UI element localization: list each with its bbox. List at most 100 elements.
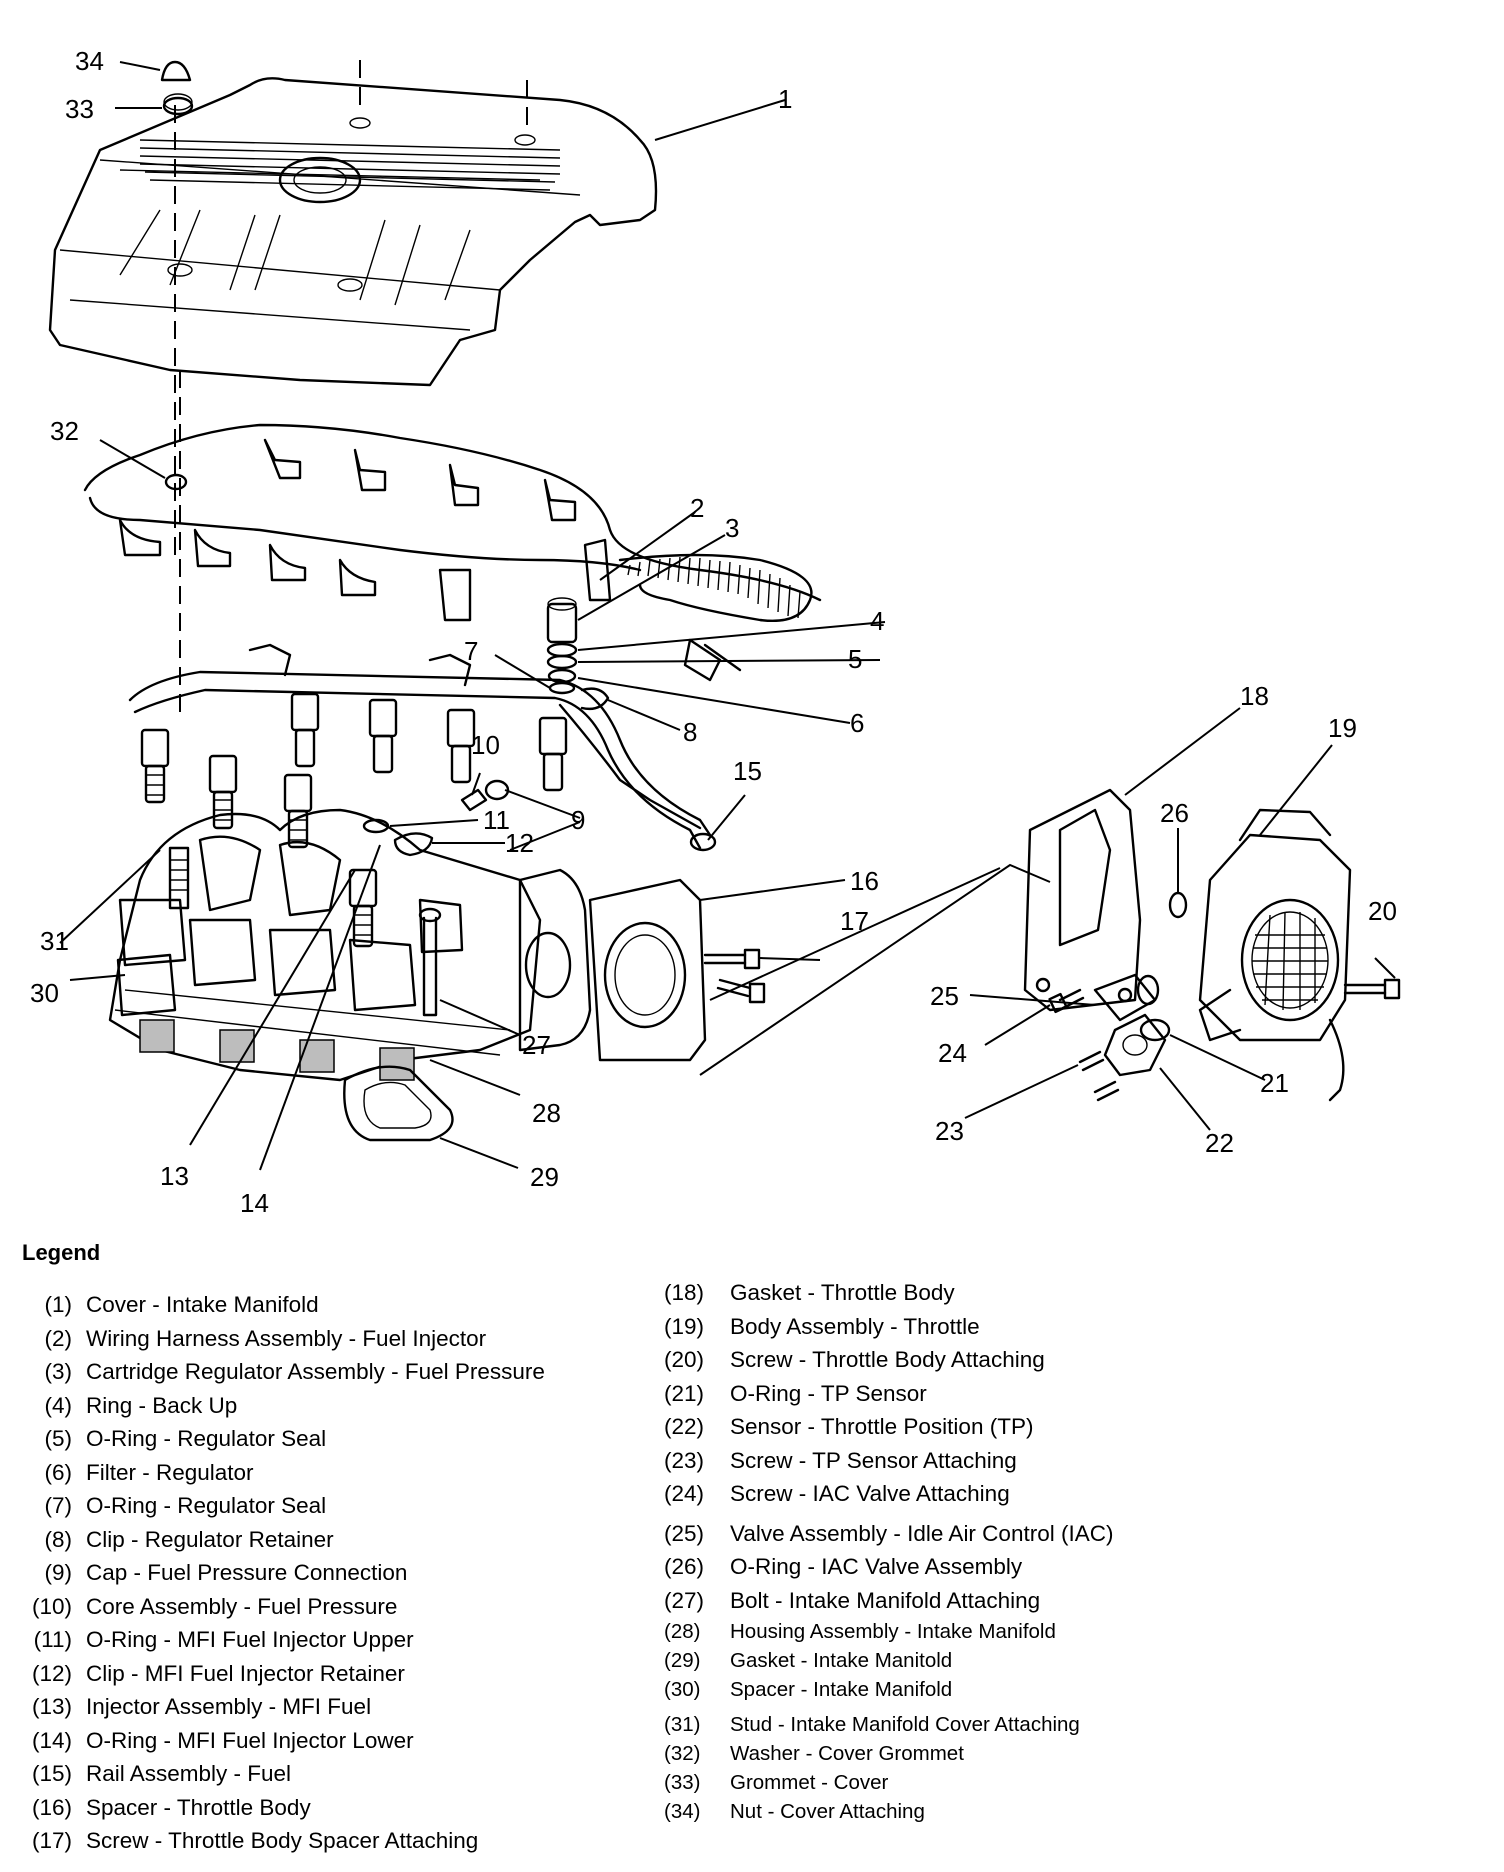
fuel-injector — [348, 868, 378, 948]
legend-number: (28) — [664, 1620, 701, 1643]
legend-number: (2) — [44, 1325, 73, 1351]
legend-item: (12)Clip - MFI Fuel Injector Retainer — [14, 1657, 664, 1691]
legend-number: (26) — [664, 1554, 705, 1579]
legend-number: (19) — [664, 1313, 705, 1339]
callout-30: 30 — [30, 978, 59, 1008]
callout-1: 1 — [778, 84, 792, 114]
legend-number: (33) — [664, 1771, 701, 1794]
legend-text: Cartridge Regulator Assembly - Fuel Pres… — [86, 1359, 545, 1384]
legend-item: (1)Cover - Intake Manifold — [14, 1288, 664, 1322]
legend-number: (5) — [44, 1426, 73, 1451]
throttle-body-gasket — [1023, 788, 1142, 1012]
legend-text: Screw - Throttle Body Spacer Attaching — [86, 1828, 479, 1853]
legend-text: Body Assembly - Throttle — [730, 1313, 980, 1339]
legend-number: (8) — [44, 1526, 73, 1552]
callout-29: 29 — [530, 1162, 559, 1192]
legend-number: (10) — [31, 1593, 72, 1619]
fuel-injector — [538, 716, 568, 792]
legend-number: (22) — [664, 1414, 705, 1439]
tp-sensor-o-ring — [1139, 1018, 1171, 1042]
legend-number: (27) — [664, 1587, 705, 1613]
harness-conduit — [618, 553, 813, 622]
legend-item: (11)O-Ring - MFI Fuel Injector Upper — [14, 1623, 664, 1657]
fuel-injector — [290, 692, 320, 768]
legend-number: (18) — [664, 1280, 705, 1305]
legend-item: (5)O-Ring - Regulator Seal — [14, 1422, 664, 1456]
fuel-injector — [208, 754, 238, 830]
legend-item: (30)Spacer - Intake Manifold — [662, 1675, 1492, 1704]
legend-item: (20) Screw - Throttle Body Attaching — [662, 1343, 1492, 1377]
cover-nut — [160, 60, 192, 82]
legend-item: (19) Body Assembly - Throttle — [662, 1310, 1492, 1344]
fuel-injector — [368, 698, 398, 774]
legend-number: (21) — [664, 1380, 705, 1406]
legend-text: Screw - Throttle Body Attaching — [730, 1347, 1045, 1372]
callout-13: 13 — [160, 1161, 189, 1191]
fuel-pressure-cap — [484, 779, 510, 801]
legend-number: (20) — [664, 1347, 705, 1372]
legend-number: (9) — [44, 1560, 73, 1585]
regulator-seal-o-ring-upper — [546, 654, 578, 670]
legend-text: Cover - Intake Manifold — [86, 1292, 319, 1317]
legend-text: Clip - MFI Fuel Injector Retainer — [86, 1660, 405, 1686]
legend-number: (31) — [664, 1713, 701, 1736]
cover-attaching-stud — [168, 846, 190, 910]
callout-14: 14 — [240, 1188, 269, 1218]
legend-column-right: (18)Gasket - Throttle Body (19)Body Asse… — [662, 1276, 1492, 1826]
legend-item: (34)Nut - Cover Attaching — [662, 1797, 1492, 1826]
exploded-view-diagram: 34 33 1 32 2 3 4 5 6 7 8 9 10 11 12 15 1… — [30, 46, 1401, 1218]
back-up-ring — [546, 642, 578, 658]
legend-item: (13)Injector Assembly - MFI Fuel — [14, 1690, 664, 1724]
callout-27: 27 — [522, 1030, 551, 1060]
callout-20: 20 — [1368, 896, 1397, 926]
iac-valve-screw — [1048, 988, 1085, 1014]
fuel-injector — [283, 773, 313, 849]
callout-26: 26 — [1160, 798, 1189, 828]
legend-number: (23) — [664, 1447, 705, 1473]
callout-numbers: 34 33 1 32 2 3 4 5 6 7 8 9 10 11 12 15 1… — [30, 46, 1397, 1218]
legend-text: Washer - Cover Grommet — [730, 1742, 964, 1765]
callout-31: 31 — [40, 926, 69, 956]
regulator-retainer-clip — [580, 687, 610, 711]
legend-item: (2)Wiring Harness Assembly - Fuel Inject… — [14, 1322, 664, 1356]
legend-number: (17) — [31, 1828, 72, 1853]
legend-text: Filter - Regulator — [86, 1459, 254, 1485]
legend-text: Cap - Fuel Pressure Connection — [86, 1560, 408, 1585]
throttle-body-screw — [1343, 978, 1401, 1000]
legend-column-left: (1)Cover - Intake Manifold (2)Wiring Har… — [14, 1288, 664, 1858]
callout-19: 19 — [1328, 713, 1357, 743]
legend-number: (30) — [664, 1678, 701, 1701]
fuel-injector — [140, 728, 170, 804]
legend-text: O-Ring - IAC Valve Assembly — [730, 1554, 1023, 1579]
assembly-connector-line — [699, 863, 1051, 1076]
callout-6: 6 — [850, 708, 864, 738]
legend-item: (7)O-Ring - Regulator Seal — [14, 1489, 664, 1523]
intake-manifold-spacer — [116, 953, 177, 1017]
diagram-canvas: 34 33 1 32 2 3 4 5 6 7 8 9 10 11 12 15 1… — [30, 46, 1401, 1218]
legend-text: Valve Assembly - Idle Air Control (IAC) — [730, 1520, 1114, 1546]
mfi-fuel-injectors — [140, 692, 568, 948]
legend-item: (16)Spacer - Throttle Body — [14, 1791, 664, 1825]
legend-item: (23)Screw - TP Sensor Attaching — [662, 1444, 1492, 1478]
legend-item: (25)Valve Assembly - Idle Air Control (I… — [662, 1517, 1492, 1551]
legend-item: (24)Screw - IAC Valve Attaching — [662, 1477, 1492, 1511]
legend-number: (4) — [44, 1392, 73, 1418]
callout-11: 11 — [483, 805, 510, 835]
legend-item: (9) Cap - Fuel Pressure Connection — [14, 1556, 664, 1590]
legend-item: (10) Core Assembly - Fuel Pressure — [14, 1590, 664, 1624]
callout-21: 21 — [1260, 1068, 1289, 1098]
callout-9: 9 — [571, 805, 585, 835]
callout-3: 3 — [725, 513, 739, 543]
legend-text: O-Ring - MFI Fuel Injector Upper — [86, 1627, 414, 1652]
callout-15: 15 — [733, 756, 762, 786]
callout-23: 23 — [935, 1116, 964, 1146]
legend-item: (3)Cartridge Regulator Assembly - Fuel P… — [14, 1355, 664, 1389]
legend-text: Core Assembly - Fuel Pressure — [86, 1593, 398, 1619]
legend-text: Sensor - Throttle Position (TP) — [730, 1414, 1034, 1439]
throttle-body-screen — [1252, 911, 1328, 1011]
legend-number: (29) — [664, 1649, 701, 1672]
legend-number: (32) — [664, 1742, 701, 1765]
legend-number: (15) — [31, 1761, 72, 1786]
tp-sensor-screws — [1078, 1050, 1120, 1102]
intake-manifold-cover — [48, 77, 658, 387]
